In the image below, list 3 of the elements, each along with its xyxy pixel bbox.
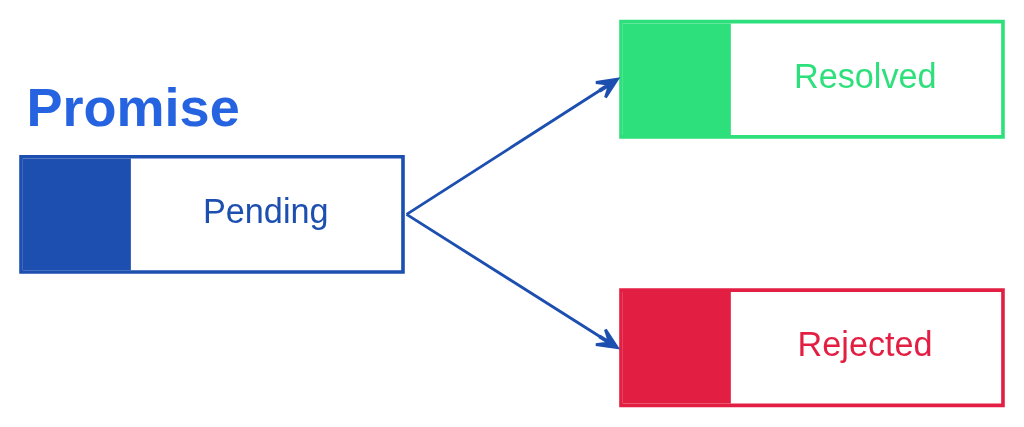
arrow [405, 77, 619, 216]
arrow [405, 213, 619, 350]
node-label: Promise [26, 77, 240, 138]
